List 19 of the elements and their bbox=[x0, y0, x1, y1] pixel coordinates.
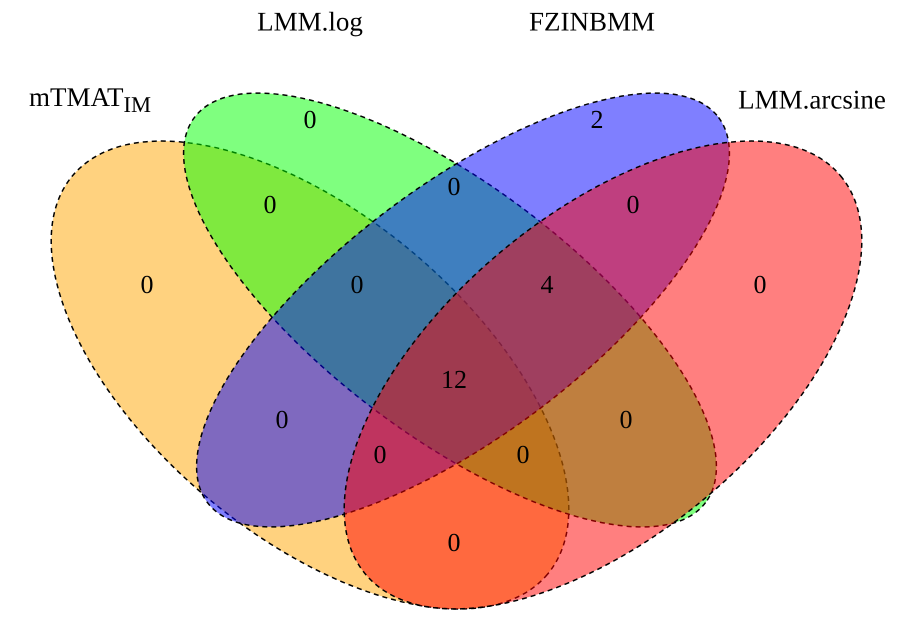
region-count: 0 bbox=[276, 405, 288, 435]
region-count: 0 bbox=[374, 440, 386, 470]
region-count: 0 bbox=[754, 270, 766, 300]
set-name: mTMAT$_{IM}$ bbox=[29, 82, 151, 118]
region-count: 0 bbox=[448, 528, 460, 558]
region-count: 0 bbox=[620, 405, 632, 435]
set-name: LMM.log bbox=[257, 6, 363, 38]
region-count: 4 bbox=[540, 270, 554, 300]
region-count: 0 bbox=[140, 270, 154, 300]
region-count: 0 bbox=[448, 172, 460, 202]
region-count: 0 bbox=[350, 270, 364, 300]
region-count: 0 bbox=[304, 105, 316, 135]
region-count: 2 bbox=[590, 105, 604, 135]
region-count: 0 bbox=[626, 190, 640, 220]
set-name: LMM.arcsine bbox=[738, 84, 886, 116]
set-name: FZINBMM bbox=[528, 6, 656, 38]
region-count: 0 bbox=[264, 190, 276, 220]
region-count: 0 bbox=[516, 440, 530, 470]
region-count: 12 bbox=[441, 365, 467, 395]
